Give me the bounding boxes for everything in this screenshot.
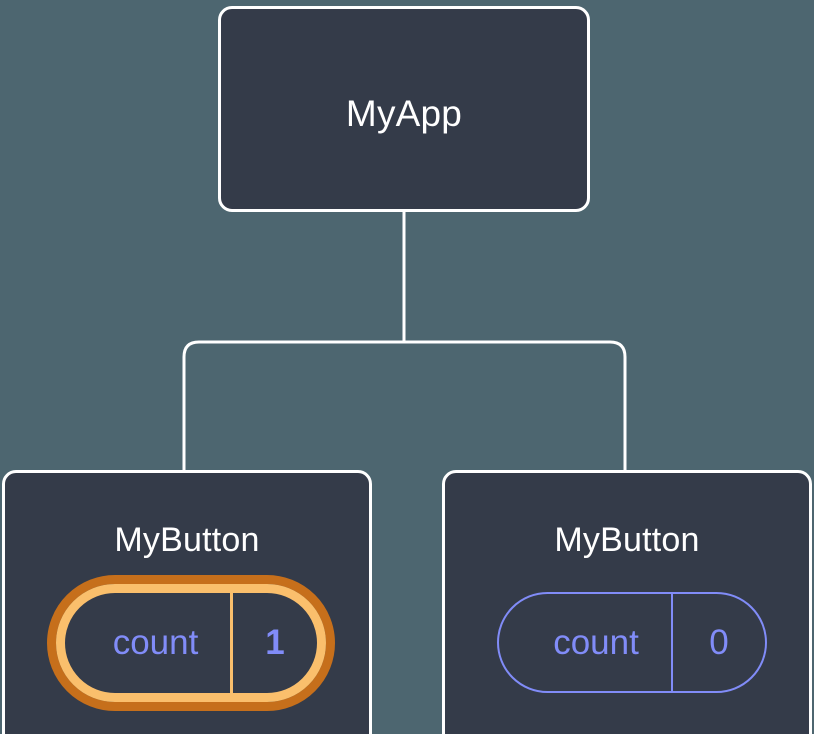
node-myapp-title: MyApp: [345, 93, 463, 134]
state-value-label: 1: [265, 623, 285, 662]
state-key-label: count: [499, 594, 673, 691]
state-value-label: 0: [709, 622, 729, 662]
node-mybutton-left[interactable]: MyButton count 1: [2, 470, 372, 734]
node-myapp[interactable]: MyApp: [218, 6, 590, 212]
node-mybutton-left-title: MyButton: [114, 521, 260, 559]
node-mybutton-right-title: MyButton: [554, 521, 700, 559]
state-pill-count-left[interactable]: count 1: [47, 575, 335, 711]
state-key-label: count: [65, 593, 233, 693]
state-pill-count-right[interactable]: count 0: [497, 592, 767, 693]
state-pill-inner-ring: count 1: [56, 584, 326, 702]
node-mybutton-right[interactable]: MyButton count 0: [442, 470, 812, 734]
